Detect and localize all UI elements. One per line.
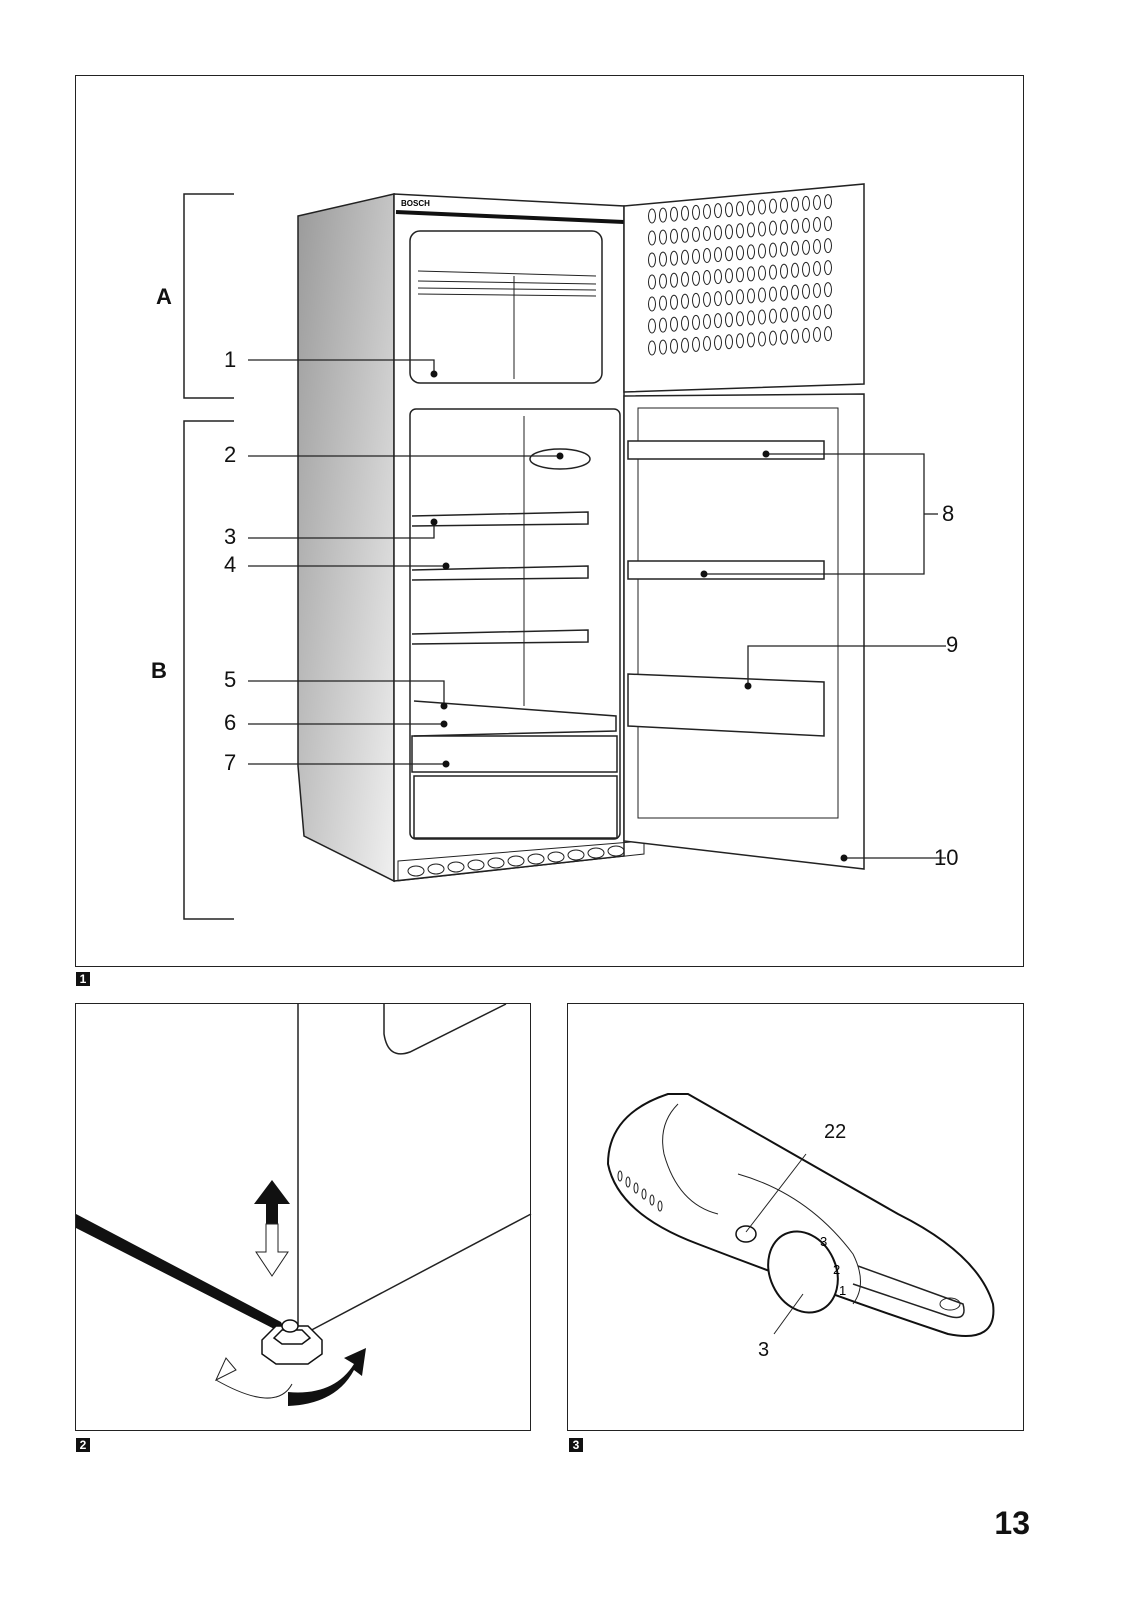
fridge-door [624, 394, 864, 869]
figure-1-panel: BOSCH [75, 75, 1024, 967]
refrigerator-illustration: BOSCH [76, 76, 1025, 968]
figure-2-panel [75, 1003, 531, 1431]
callout-7: 7 [224, 752, 236, 774]
page-number: 13 [994, 1505, 1030, 1542]
callout-6: 6 [224, 712, 236, 734]
up-down-arrow-icon [254, 1180, 290, 1276]
section-label-b: B [151, 658, 167, 684]
callout-9: 9 [946, 634, 958, 656]
dial-mark-3: 3 [820, 1234, 827, 1249]
figure-3-panel: 3 2 1 22 3 [567, 1003, 1024, 1431]
callout-3: 3 [224, 526, 236, 548]
callout-5: 5 [224, 669, 236, 691]
dial-mark-1: 1 [839, 1283, 846, 1298]
callout-3-dial: 3 [758, 1340, 769, 1360]
callout-22: 22 [824, 1122, 846, 1142]
thermostat-illustration: 3 2 1 [568, 1004, 1025, 1432]
door-rack-upper [628, 441, 824, 459]
section-label-a: A [156, 284, 172, 310]
leveling-foot-illustration [76, 1004, 532, 1432]
wrench [76, 1214, 288, 1336]
door-rack-bottom [628, 674, 824, 736]
figure-1-tag: 1 [76, 972, 90, 986]
callout-2: 2 [224, 444, 236, 466]
light-button [736, 1226, 756, 1242]
callout-8: 8 [942, 503, 954, 525]
figure-2-tag: 2 [76, 1438, 90, 1452]
figure-3-tag: 3 [569, 1438, 583, 1452]
dial-mark-2: 2 [833, 1262, 840, 1277]
brand-logo: BOSCH [401, 199, 430, 208]
callout-10: 10 [934, 847, 958, 869]
door-rack-middle [628, 561, 824, 579]
callout-1: 1 [224, 349, 236, 371]
callout-4: 4 [224, 554, 236, 576]
